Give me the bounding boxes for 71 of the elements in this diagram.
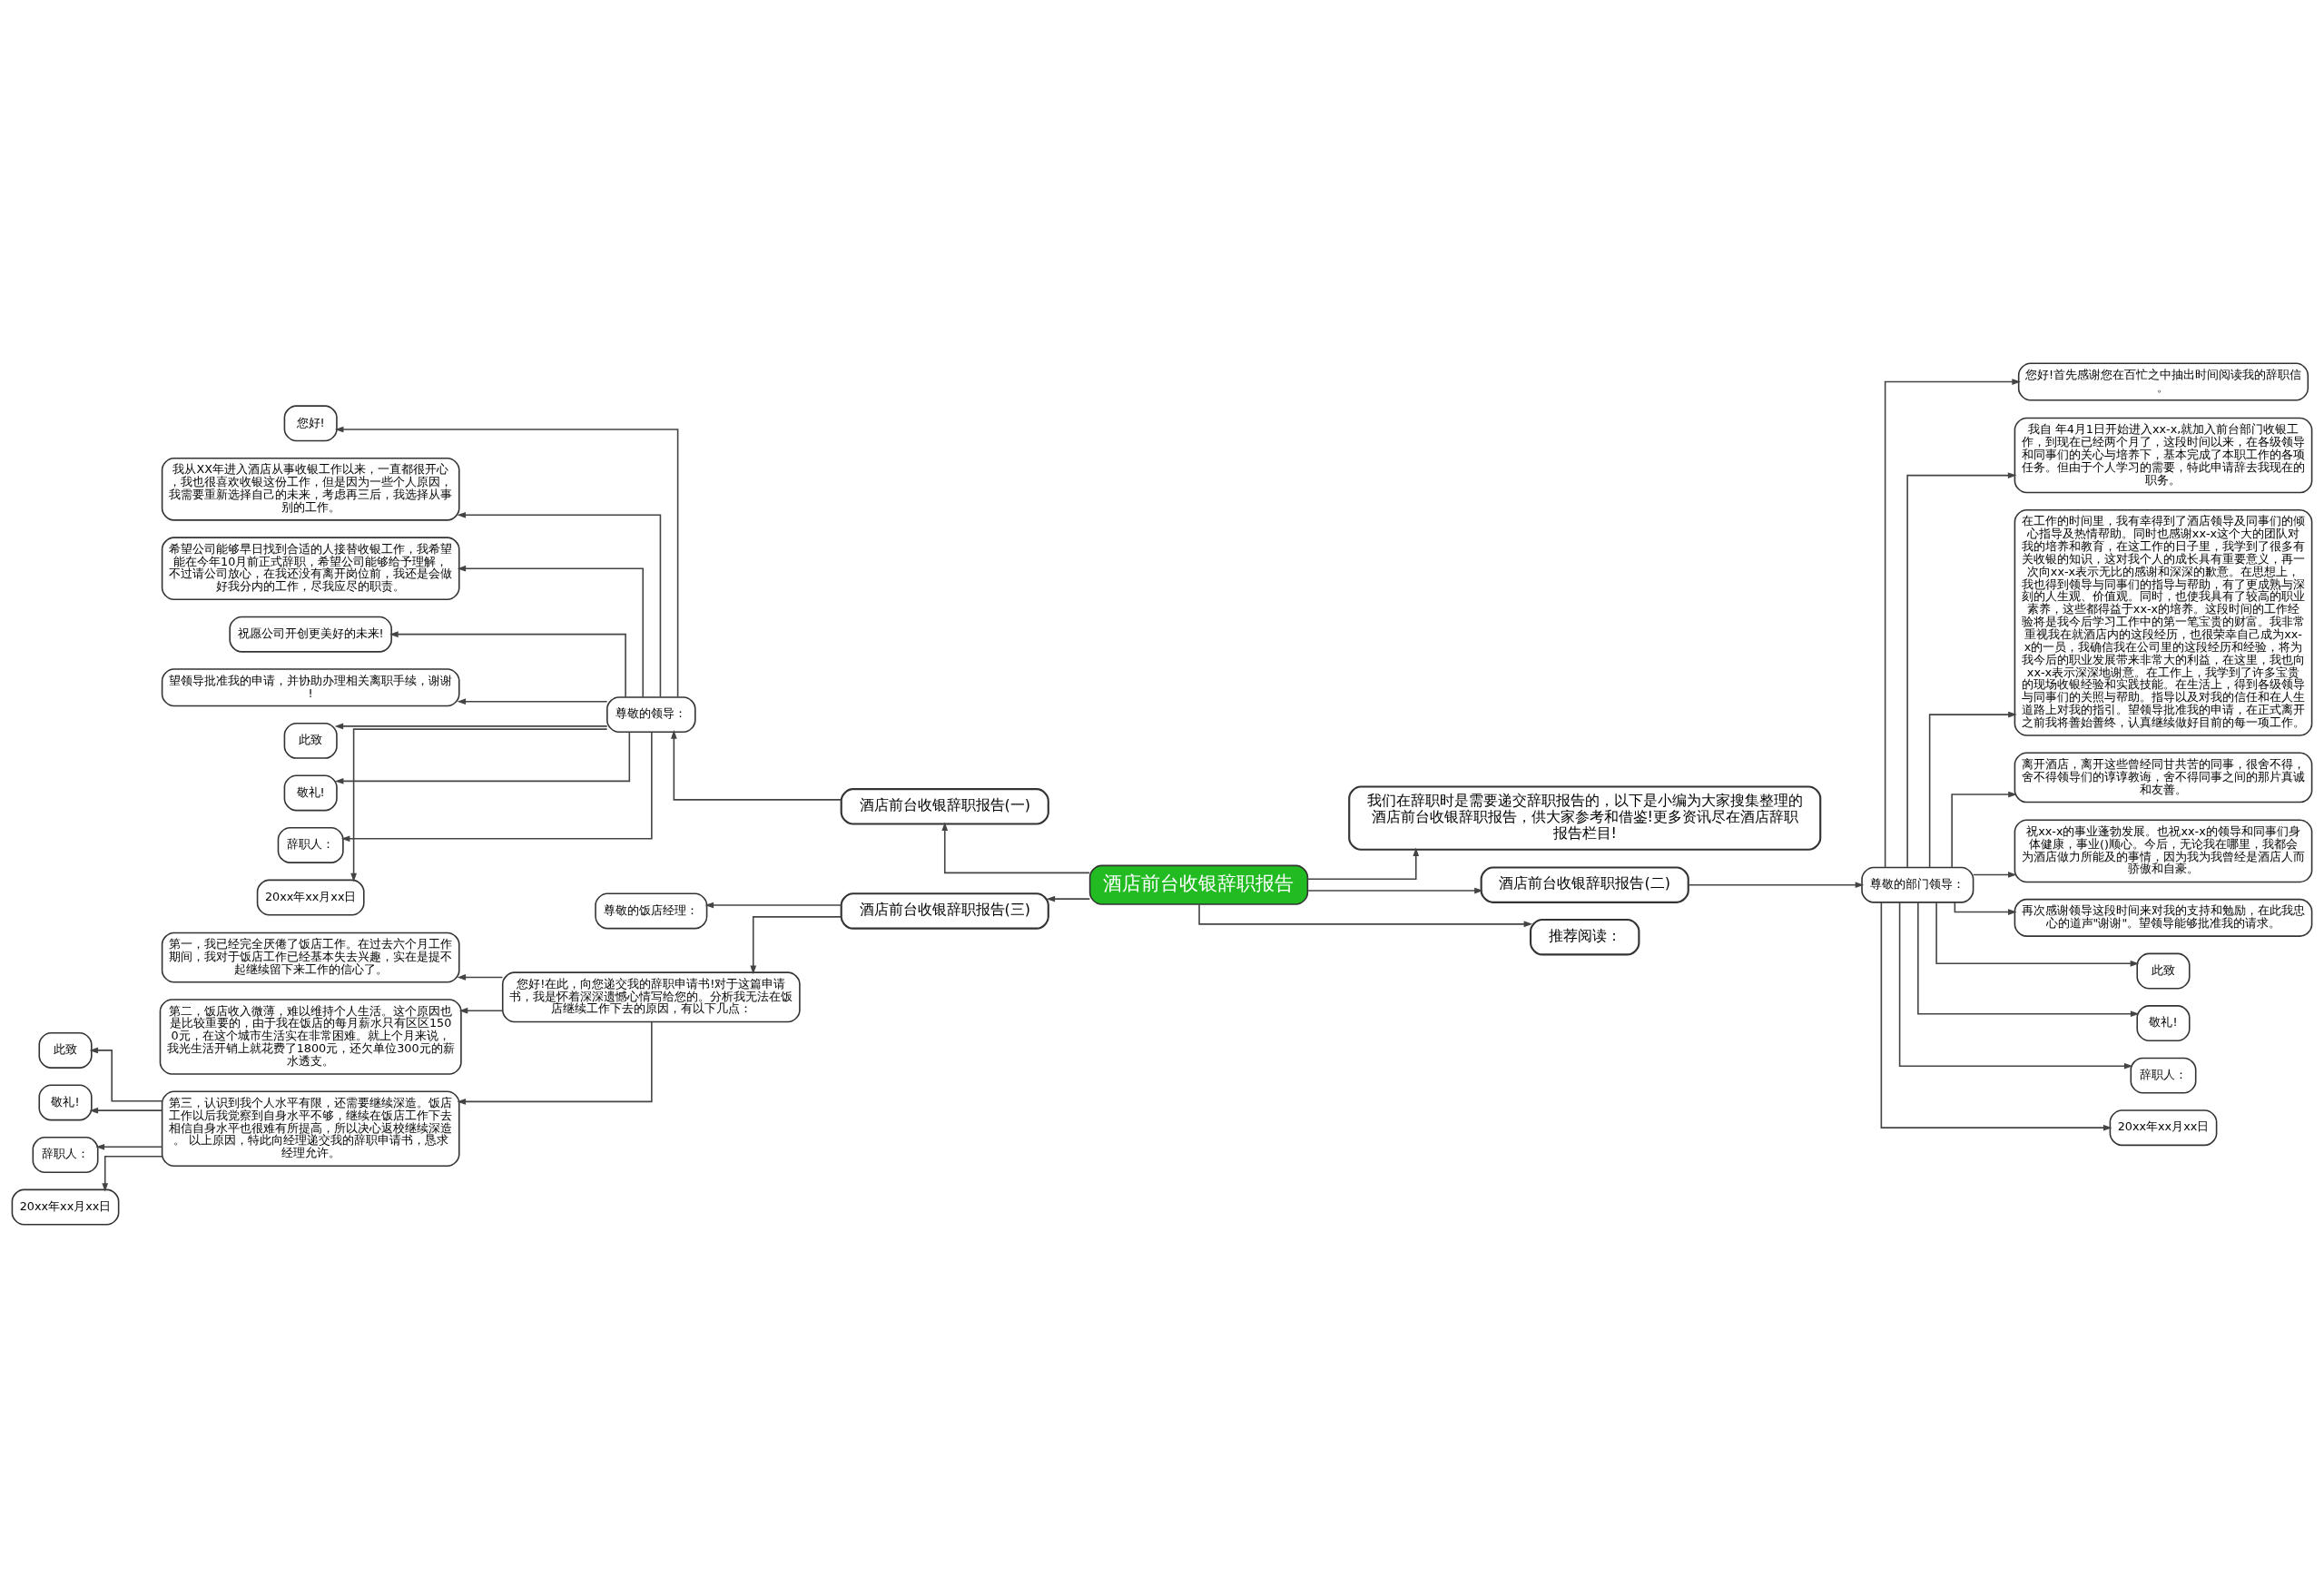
node-box: 我们在辞职时是需要递交辞职报告的，以下是小编为大家搜集整理的酒店前台收银辞职报告，供大家参考和借鉴!更多资讯尽在酒店辞职报告栏目! [1348,784,1822,851]
node-box: 第三，认识到我个人水平有限，还需要继续深造。饭店工作以后我觉察到自身水平不够，继续在饭店工作下去相信自身水平也很难有所提高，所以决心返校继续深造。 以上原因，特此向经理递交我的辞职申请书，恳求经理允许。 [161,1089,460,1167]
node-box: 尊敬的饭店经理： [595,892,708,929]
node-box: 酒店前台收银辞职报告(二) [1480,865,1689,903]
arrow [89,1107,163,1114]
arrow [1880,901,2112,1131]
arrow [750,915,842,974]
arrow [457,511,662,697]
arrow [457,697,608,705]
arrow [350,727,608,882]
node-box: 辞职人： [32,1136,99,1173]
node-box: 酒店前台收银辞职报告(三) [840,892,1049,930]
node-box: 推荐阅读： [1529,918,1640,955]
arrow [1928,711,2017,868]
arrow [1306,846,1420,880]
arrow [1906,471,2017,868]
node-box: 祝xx-x的事业蓬勃发展。也祝xx-x的领导和同事们身体健康，事业()顺心。今后，无论我在哪里，我都会为酒店做力所能及的事情，因为我为我曾经是酒店人而骄傲和自豪。 [2014,818,2313,882]
arrow [457,565,645,697]
node-box: 第一，我已经完全厌倦了饭店工作。在过去六个月工作期间，我对于饭店工作已经基本失去兴趣，实在是提不起继续留下来工作的信心了。 [161,932,460,983]
node-box: 20xx年xx月xx日 [11,1188,120,1226]
node-box: 辞职人： [2130,1057,2197,1094]
arrow [1306,887,1483,893]
node-box: 敬礼! [2136,1004,2191,1041]
node-box: 离开酒店，离开这些曾经同甘共苦的同事，很舍不得，舍不得领导们的谆谆教诲，舍不得同事之间的那片真诚和友善。 [2014,751,2313,803]
node-box: 20xx年xx月xx日 [2109,1109,2218,1146]
node-box: 酒店前台收银辞职报告(一) [840,787,1049,825]
node-box: 希望公司能够早日找到合适的人接替收银工作，我希望能在今年10月前正式辞职，希望公司能够给予理解，不过请公司放心，在我还没有离开岗位前，我还是会做好我分内的工作，尽我应尽的职责。 [161,536,460,600]
arrow [340,731,653,842]
node-box: 您好!首先感谢您在百忙之中抽出时间阅读我的辞职信。 [2017,361,2309,401]
node-box: 您好! [283,404,338,441]
node-box: 敬礼! [283,774,338,811]
node-box: 此致 [38,1031,93,1069]
arrow [95,1143,163,1150]
node-box: 我自 年4月1日开始进入xx-x,就加入前台部门收银工作，到现在已经两个月了，这段时间以来，在各级领导和同事们的关心与培养下，基本完成了本职工作的各项任务。但由于个人学习的需要，特此申请辞去我现在的职务。 [2014,417,2313,493]
arrow [1688,881,1865,888]
arrow [941,822,1091,873]
node-box: 再次感谢领导这段时间来对我的支持和勉励，在此我忠心的道声"谢谢"。望领导能够批准我的请求。 [2014,898,2313,937]
arrow [334,731,631,784]
arrow [704,902,842,908]
arrow [1954,901,2017,915]
node-box: 辞职人： [277,826,344,863]
arrow [1951,791,2017,868]
arrow [334,723,608,729]
node-box: 祝愿公司开创更美好的未来! [229,616,392,653]
arrow [457,1020,653,1105]
arrow [1046,895,1091,902]
arrow [389,630,626,698]
node-box: 您好!在此，向您递交我的辞职申请书!对于这篇申请书，我是怀着深深遗憾心情写给您的。分析我无法在饭店继续工作下去的原因，有以下几点： [501,971,801,1022]
arrow [102,1155,163,1192]
arrow [1935,901,2140,967]
arrow [1884,378,2021,868]
node-box: 尊敬的部门领导： [1861,866,1974,903]
node-box: 20xx年xx月xx日 [256,879,365,915]
arrow [1898,901,2133,1070]
arrow [1198,902,1533,927]
node-box: 酒店前台收银辞职报告 [1088,864,1309,905]
arrow [671,729,842,801]
arrow [1917,901,2140,1017]
node-box: 在工作的时间里，我有幸得到了酒店领导及同事们的倾心指导及热情帮助。同时也感谢xx-x这个大的团队对我的培养和教育，在这工作的日子里，我学到了很多有关收银的知识，这对我个人的成长具有重要意义，再一次向xx-x表示无比的感谢和深深的歉意。在思想上，我也得到领导与同事们的指导与帮助，有了更成熟与深刻的人生观、价值观。同时，也使我具有了较高的职业素养，这些都得益于xx-x的培养。这段时间的工作经验将是我今后学习工作中的第一笔宝贵的财富。我非常重视我在就酒店内的这段经历，也很荣幸自己成为xx-x的一员，我确信我在公司里的这段经历和经验，将为我今后的职业发展带来非常大的利益，在这里，我也向xx-x表示深深地谢意。在工作上，我学到了许多宝贵的现场收银经验和实践技能。在生活上，得到各级领导与同事们的关照与帮助。指导以及对我的信任和在人生道路上对我的指引。望领导批准我的申请，在正式离开之前我将善始善终，认真继续做好目前的每一项工作。 [2014,508,2313,736]
node-box: 尊敬的领导： [606,695,696,733]
arrow [334,426,679,697]
node-box: 我从XX年进入酒店从事收银工作以来，一直都很开心，我也很喜欢收银这份工作，但是因为一些个人原因，我需要重新选择自己的未来，考虑再三后，我选择从事别的工作。 [161,457,460,521]
arrow [457,973,504,981]
arrow [89,1047,163,1101]
node-box: 第二，饭店收入微薄，难以维持个人生活。这个原因也是比较重要的，由于我在饭店的每月薪水只有区区1500元，在这个城市生活实在非常困难。就上个月来说，我光生活开销上就花费了1800元，还欠单位300元的薪水透支。 [159,998,462,1075]
arrow [458,1007,504,1014]
node-box: 此致 [283,722,338,759]
node-box: 望领导批准我的申请，并协助办理相关离职手续，谢谢! [161,667,460,706]
arrow [1972,871,2017,878]
node-box: 此致 [2136,952,2191,989]
node-box: 敬礼! [38,1084,93,1120]
